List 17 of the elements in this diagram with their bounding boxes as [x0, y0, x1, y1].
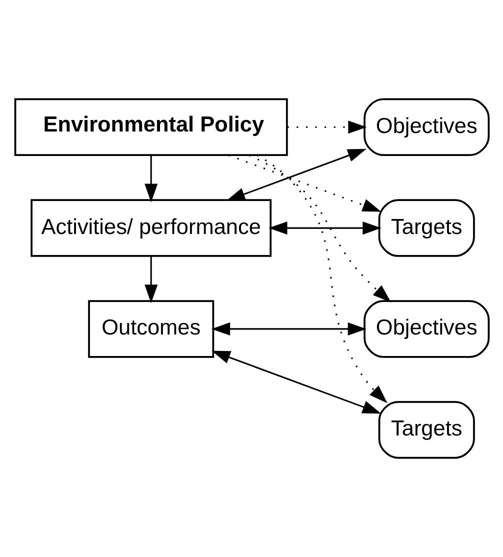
arrow	[211, 350, 381, 414]
arrow	[210, 322, 366, 336]
node-box: Objectives	[363, 98, 490, 156]
node-box: Targets	[378, 199, 474, 257]
arrow	[144, 256, 158, 304]
arrow	[256, 154, 387, 404]
node-box: Outcomes	[88, 300, 214, 358]
node-box: Targets	[378, 400, 474, 459]
node-box: Objectives	[363, 300, 490, 358]
arrow	[144, 156, 158, 202]
arrow	[228, 154, 381, 212]
arrow	[268, 222, 381, 235]
node-box: Environmental Policy	[14, 98, 288, 156]
arrow	[226, 148, 366, 201]
node-box: Activities/ performance	[30, 199, 272, 257]
arrow	[248, 154, 391, 302]
arrow	[286, 120, 366, 134]
